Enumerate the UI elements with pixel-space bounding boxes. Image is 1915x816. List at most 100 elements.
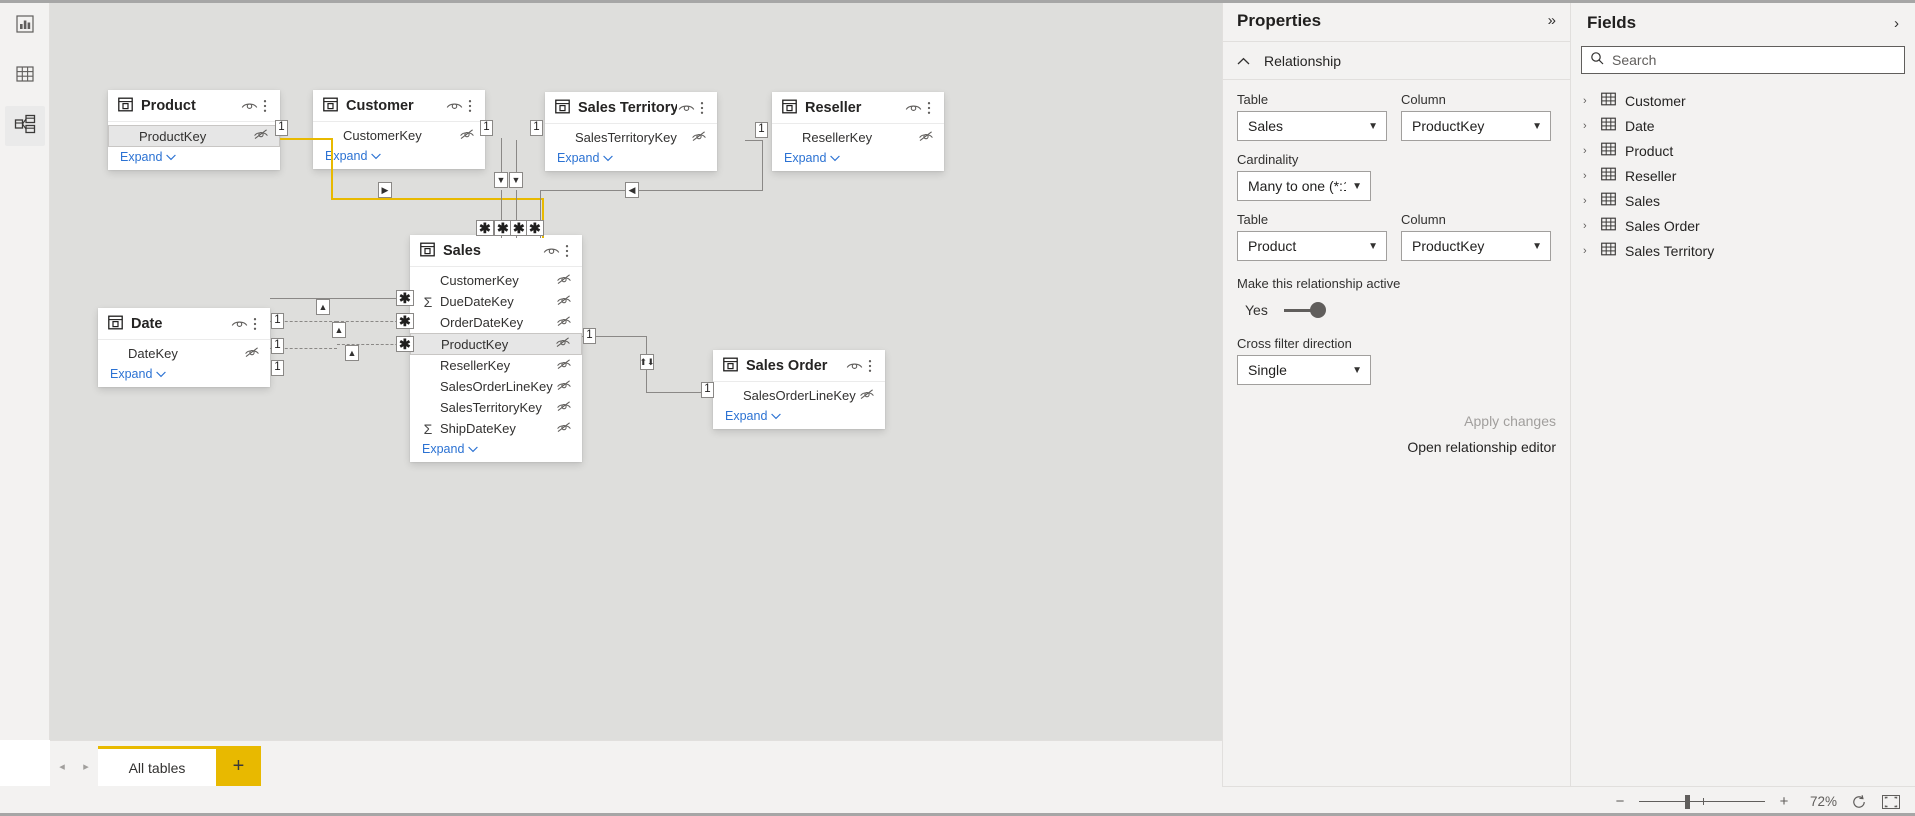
relationship-line-product-sales-h2[interactable] xyxy=(331,198,544,200)
cardinality-badge-many-sales-reseller[interactable]: ✱ xyxy=(526,220,544,236)
relationship-line-date-sales-inactive-1h[interactable] xyxy=(336,321,408,322)
model-canvas[interactable]: ▶ ▼ ▼ ◀ ▲ ▲ ▲ ⬆⬇ 1 1 1 xyxy=(50,0,1222,740)
table-field-row[interactable]: SalesOrderLineKey xyxy=(410,376,582,397)
relationship-line-product-sales-v[interactable] xyxy=(331,138,333,200)
table-field-row[interactable]: CustomerKey xyxy=(410,270,582,291)
table-card-more-options-icon[interactable] xyxy=(463,97,477,115)
cardinality-badge-one-product[interactable]: 1 xyxy=(275,120,288,136)
zoom-out-button[interactable]: − xyxy=(1615,793,1625,810)
chevron-right-icon[interactable]: › xyxy=(1583,119,1587,132)
hide-table-eye-icon[interactable] xyxy=(677,99,695,117)
relationship-line-sales-order-h[interactable] xyxy=(582,336,646,337)
table-field-row[interactable]: CustomerKey xyxy=(313,125,485,146)
cardinality-badge-one-date-2[interactable]: 1 xyxy=(271,338,284,354)
from-column-select[interactable]: ProductKey ▼ xyxy=(1401,111,1551,141)
hidden-field-eye-slash-icon[interactable] xyxy=(556,421,574,437)
cardinality-badge-one-sales-order-src[interactable]: 1 xyxy=(583,328,596,344)
hide-table-eye-icon[interactable] xyxy=(230,315,248,333)
hidden-field-eye-slash-icon[interactable] xyxy=(556,400,574,416)
table-card-header[interactable]: Reseller xyxy=(772,92,944,124)
tab-next-button[interactable]: ▸ xyxy=(83,760,89,773)
relationship-line-reseller-v2[interactable] xyxy=(540,190,541,238)
relationship-direction-arrow-sales-order[interactable]: ⬆⬇ xyxy=(639,354,655,370)
relationship-direction-arrow-customer-sales[interactable]: ▼ xyxy=(494,172,508,188)
to-column-select[interactable]: ProductKey ▼ xyxy=(1401,231,1551,261)
relationship-direction-arrow-date-inactive-1[interactable]: ▲ xyxy=(332,322,346,338)
table-expand-button[interactable]: Expand xyxy=(713,406,885,427)
add-page-button[interactable]: + xyxy=(216,746,261,786)
chevron-right-icon[interactable]: › xyxy=(1583,194,1587,207)
relationship-line-customer-sales-v2[interactable] xyxy=(501,190,502,238)
relationship-line-customer-sales-v[interactable] xyxy=(501,138,502,180)
chevron-right-icon[interactable]: › xyxy=(1583,169,1587,182)
table-card-more-options-icon[interactable] xyxy=(695,99,709,117)
rail-item-report-view[interactable] xyxy=(5,6,45,46)
relationship-line-date-sales-inactive-2[interactable] xyxy=(270,348,337,349)
hide-table-eye-icon[interactable] xyxy=(845,357,863,375)
hidden-field-eye-slash-icon[interactable] xyxy=(459,128,477,144)
fields-tree-item-reseller[interactable]: ›Reseller xyxy=(1571,163,1915,188)
table-card-more-options-icon[interactable] xyxy=(248,315,262,333)
relationship-line-sales-order-h2[interactable] xyxy=(646,392,712,393)
cardinality-badge-one-territory[interactable]: 1 xyxy=(530,120,543,136)
hidden-field-eye-slash-icon[interactable] xyxy=(555,336,573,352)
relationship-direction-arrow-territory-sales[interactable]: ▼ xyxy=(509,172,523,188)
relationship-line-date-sales-inactive-2h[interactable] xyxy=(337,344,408,345)
relationship-direction-arrow-reseller-sales[interactable]: ◀ xyxy=(625,182,639,198)
table-field-row[interactable]: DateKey xyxy=(98,343,270,364)
apply-changes-button[interactable]: Apply changes xyxy=(1464,413,1556,429)
cross-filter-select[interactable]: Single ▼ xyxy=(1237,355,1371,385)
hide-table-eye-icon[interactable] xyxy=(904,99,922,117)
relationship-line-reseller-h2[interactable] xyxy=(540,190,763,191)
fields-tree-item-date[interactable]: ›Date xyxy=(1571,113,1915,138)
cardinality-badge-one-reseller[interactable]: 1 xyxy=(755,122,768,138)
table-expand-button[interactable]: Expand xyxy=(545,148,717,169)
to-table-select[interactable]: Product ▼ xyxy=(1237,231,1387,261)
zoom-in-button[interactable]: + xyxy=(1779,793,1789,810)
chevron-right-icon[interactable]: › xyxy=(1894,14,1899,32)
cardinality-select[interactable]: Many to one (*:1) ▼ xyxy=(1237,171,1371,201)
table-expand-button[interactable]: Expand xyxy=(108,147,280,168)
hide-table-eye-icon[interactable] xyxy=(240,97,258,115)
active-relationship-toggle[interactable] xyxy=(1283,300,1326,320)
table-card-more-options-icon[interactable] xyxy=(258,97,272,115)
fields-tree-item-product[interactable]: ›Product xyxy=(1571,138,1915,163)
fields-tree-item-sales-order[interactable]: ›Sales Order xyxy=(1571,213,1915,238)
table-field-row[interactable]: ProductKey xyxy=(410,333,582,355)
fields-search-box[interactable] xyxy=(1581,46,1905,74)
tab-all-tables[interactable]: All tables xyxy=(98,746,216,786)
hidden-field-eye-slash-icon[interactable] xyxy=(556,358,574,374)
hidden-field-eye-slash-icon[interactable] xyxy=(691,130,709,146)
fields-tree-item-sales-territory[interactable]: ›Sales Territory xyxy=(1571,238,1915,263)
table-card-header[interactable]: Product xyxy=(108,90,280,122)
table-field-row[interactable]: SalesTerritoryKey xyxy=(545,127,717,148)
hidden-field-eye-slash-icon[interactable] xyxy=(556,315,574,331)
hidden-field-eye-slash-icon[interactable] xyxy=(859,388,877,404)
cardinality-badge-many-sales-date-2[interactable]: ✱ xyxy=(396,313,414,329)
table-card-header[interactable]: Customer xyxy=(313,90,485,122)
table-field-row[interactable]: ProductKey xyxy=(108,125,280,147)
relationship-line-date-sales-inactive-1[interactable] xyxy=(270,321,337,322)
cardinality-badge-many-sales-date-3[interactable]: ✱ xyxy=(396,336,414,352)
fields-tree-item-sales[interactable]: ›Sales xyxy=(1571,188,1915,213)
rail-item-data-view[interactable] xyxy=(5,56,45,96)
hidden-field-eye-slash-icon[interactable] xyxy=(253,128,271,144)
relationship-section-header[interactable]: Relationship xyxy=(1223,42,1570,80)
table-card-header[interactable]: Sales Territory xyxy=(545,92,717,124)
relationship-line-product-sales[interactable] xyxy=(280,138,332,140)
fields-search-input[interactable] xyxy=(1612,52,1896,68)
hide-table-eye-icon[interactable] xyxy=(445,97,463,115)
chevron-right-icon[interactable]: › xyxy=(1583,219,1587,232)
table-field-row[interactable]: SalesTerritoryKey xyxy=(410,397,582,418)
fields-tree-item-customer[interactable]: ›Customer xyxy=(1571,88,1915,113)
refresh-icon[interactable] xyxy=(1849,792,1869,812)
table-field-row[interactable]: ResellerKey xyxy=(772,127,944,148)
